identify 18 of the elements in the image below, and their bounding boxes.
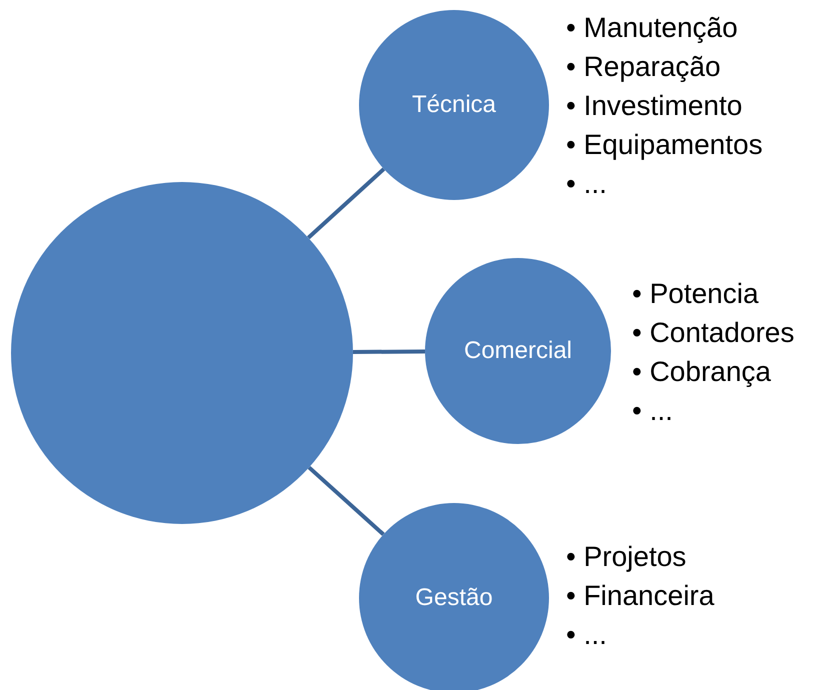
connector-line xyxy=(307,168,386,240)
bullet-item: • Reparação xyxy=(566,50,722,84)
bullet-item: • Projetos xyxy=(566,540,688,574)
node-label: Gestão xyxy=(415,583,493,613)
bullet-item: • ... xyxy=(632,394,674,428)
bullet-item: • Equipamentos xyxy=(566,128,763,162)
bullet-item: • Contadores xyxy=(632,316,794,350)
bullet-item: • ... xyxy=(566,618,608,652)
node-label: Comercial xyxy=(464,336,572,366)
bullet-item: • Investimento xyxy=(566,89,744,123)
bullet-item: • Potencia xyxy=(632,277,760,311)
bullet-item: • ... xyxy=(566,167,608,201)
connector-line xyxy=(352,350,425,354)
node-label: Técnica xyxy=(412,90,496,120)
bullet-item: • Cobrança xyxy=(632,355,772,389)
connector-line xyxy=(308,466,385,536)
bullet-item: • Financeira xyxy=(566,579,714,613)
bullet-item: • Manutenção xyxy=(566,11,739,45)
